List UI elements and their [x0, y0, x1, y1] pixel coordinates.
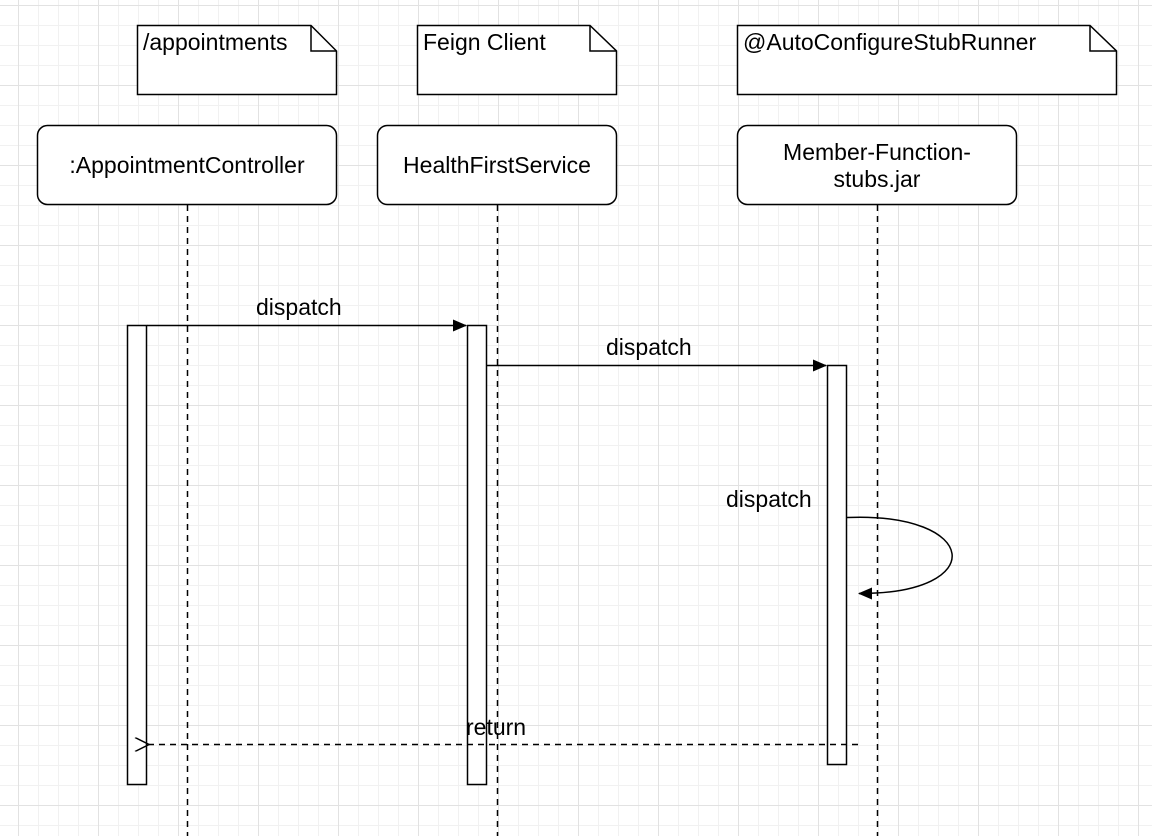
activation-bar-stubs[interactable]	[826, 364, 848, 766]
note-text-appointments: /appointments	[143, 29, 288, 55]
message-label-dispatch-1: dispatch	[256, 294, 342, 320]
message-label-dispatch-2: dispatch	[606, 334, 692, 360]
message-label-dispatch-self: dispatch	[726, 486, 812, 512]
message-label-return: return	[466, 714, 527, 740]
participant-label-service: HealthFirstService	[403, 152, 591, 178]
activation-bar-service[interactable]	[466, 324, 488, 786]
note-appointments[interactable]	[136, 24, 338, 96]
note-text-feign-client: Feign Client	[423, 29, 546, 55]
note-text-stub-runner: @AutoConfigureStubRunner	[743, 29, 1037, 55]
participant-box-stubs[interactable]	[736, 124, 1018, 206]
participant-label-controller: :AppointmentController	[69, 152, 305, 178]
note-stub-runner[interactable]	[736, 24, 1118, 96]
activation-bar-controller[interactable]	[126, 324, 148, 786]
participant-label-stubs: Member-Function- stubs.jar	[783, 138, 971, 192]
note-feign-client[interactable]	[416, 24, 618, 96]
participant-box-controller[interactable]	[36, 124, 338, 206]
participant-box-service[interactable]	[376, 124, 618, 206]
message-arrow-dispatch-self[interactable]	[846, 516, 953, 600]
